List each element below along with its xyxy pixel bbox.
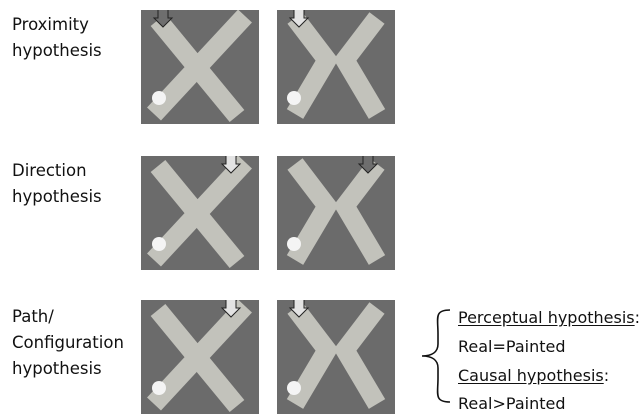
cotton-ball-icon bbox=[152, 381, 166, 395]
label-line: Path/ bbox=[12, 304, 124, 330]
colon: : bbox=[635, 308, 640, 327]
cotton-ball-icon bbox=[152, 237, 166, 251]
causal-hypothesis-title: Causal hypothesis: bbox=[458, 366, 609, 386]
label-line: Configuration bbox=[12, 330, 124, 356]
label-line: Direction bbox=[12, 158, 102, 184]
label-line: hypothesis bbox=[12, 38, 102, 64]
label-line: hypothesis bbox=[12, 356, 124, 382]
causal-hypothesis-heading: Causal hypothesis bbox=[458, 366, 604, 385]
label-line: Proximity bbox=[12, 12, 102, 38]
colon: : bbox=[604, 366, 609, 385]
cotton-ball-icon bbox=[287, 91, 301, 105]
perceptual-hypothesis-value: Real=Painted bbox=[458, 337, 566, 357]
photo-x-tape-dark-arrow-top-left bbox=[141, 10, 259, 124]
causal-hypothesis-value: Real>Painted bbox=[458, 394, 566, 414]
path-configuration-hypothesis-label: Path/ Configuration hypothesis bbox=[12, 304, 124, 382]
perceptual-hypothesis-title: Perceptual hypothesis: bbox=[458, 308, 640, 328]
photo-broken-x-tape-dark-arrow-top-right bbox=[277, 156, 395, 270]
label-line: hypothesis bbox=[12, 184, 102, 210]
cotton-ball-icon bbox=[152, 91, 166, 105]
direction-hypothesis-label: Direction hypothesis bbox=[12, 158, 102, 210]
curly-brace-icon bbox=[400, 306, 456, 406]
photo-x-tape-light-arrow-top-right bbox=[141, 300, 259, 414]
photo-x-tape-light-arrow-top-right bbox=[141, 156, 259, 270]
proximity-hypothesis-label: Proximity hypothesis bbox=[12, 12, 102, 64]
photo-broken-x-tape-light-arrow-top-left bbox=[277, 300, 395, 414]
cotton-ball-icon bbox=[287, 237, 301, 251]
cotton-ball-icon bbox=[287, 381, 301, 395]
perceptual-hypothesis-heading: Perceptual hypothesis bbox=[458, 308, 635, 327]
photo-broken-x-tape-light-arrow-top-left bbox=[277, 10, 395, 124]
